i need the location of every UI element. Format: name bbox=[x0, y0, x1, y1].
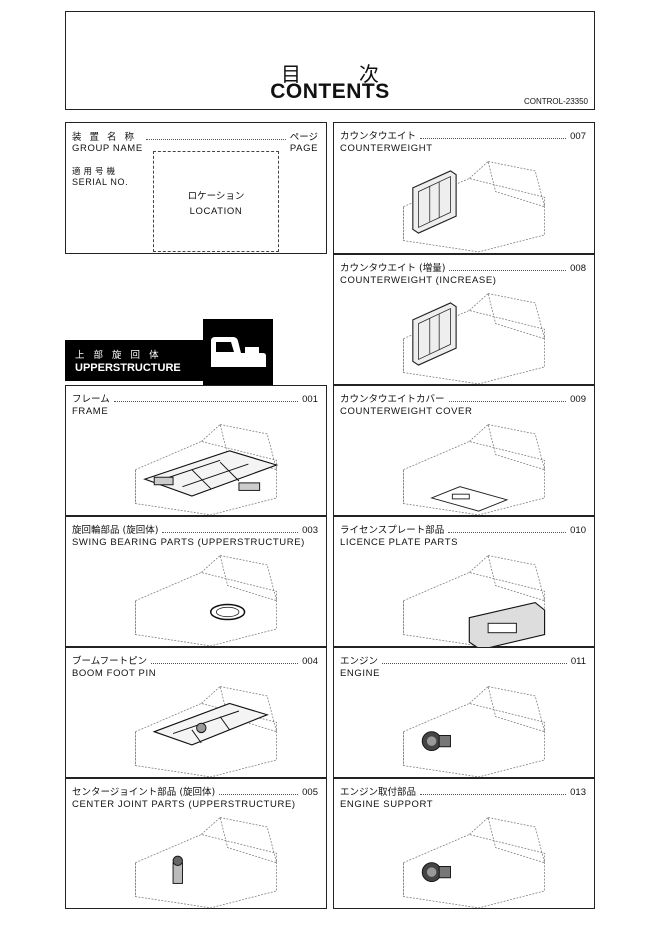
licence-plate-illustration bbox=[394, 541, 554, 655]
entry-title-row: ライセンスプレート部品 010 bbox=[340, 522, 586, 536]
entry-page-number[interactable]: 008 bbox=[570, 263, 586, 274]
engine-illustration bbox=[394, 672, 554, 786]
leader-dots bbox=[151, 663, 299, 664]
entry-page-number[interactable]: 011 bbox=[570, 656, 586, 667]
center-joint-illustration bbox=[126, 803, 286, 917]
title-jp: 目次 bbox=[281, 62, 437, 86]
section-title-en: UPPERSTRUCTURE bbox=[75, 362, 181, 374]
entry-page-number[interactable]: 005 bbox=[302, 787, 318, 798]
entry-title-row: カウンタウエイト (増量) 008 bbox=[340, 260, 586, 274]
legend-serial-en: SERIAL NO. bbox=[72, 177, 129, 187]
entry-title-jp: カウンタウエイト (増量) bbox=[340, 263, 446, 274]
leader-dots bbox=[448, 401, 567, 402]
entry-title-row: 旋回輪部品 (旋回体) 003 bbox=[72, 522, 318, 536]
entry-title-en: COUNTERWEIGHT bbox=[340, 143, 433, 154]
engine-support-illustration bbox=[394, 803, 554, 917]
title-en: CONTENTS bbox=[270, 80, 390, 103]
entry-title-en: COUNTERWEIGHT COVER bbox=[340, 406, 473, 417]
entry-title-jp: ライセンスプレート部品 bbox=[340, 525, 445, 536]
entry-page-number[interactable]: 003 bbox=[302, 525, 318, 536]
legend-group-row: 装置名称 ページ bbox=[72, 129, 318, 143]
entry-title-row: カウンタウエイトカバー 009 bbox=[340, 391, 586, 405]
entry-title-jp: エンジン取付部品 bbox=[340, 787, 417, 798]
entry-title-jp: ブームフートピン bbox=[72, 656, 148, 667]
section-title-jp: 上 部 旋 回 体 bbox=[75, 350, 162, 361]
counterweight-cover-illustration bbox=[394, 410, 554, 524]
leader-dots bbox=[420, 794, 567, 795]
doc-code: CONTROL-23350 bbox=[523, 97, 588, 106]
excavator-cab-icon bbox=[203, 319, 273, 386]
entry-title-jp: エンジン bbox=[340, 656, 379, 667]
leader-dots bbox=[162, 532, 299, 533]
entry-title-jp: センタージョイント部品 (旋回体) bbox=[72, 787, 216, 798]
entry-page-number[interactable]: 009 bbox=[570, 394, 586, 405]
leader-dots bbox=[448, 532, 567, 533]
entry-title-en: LICENCE PLATE PARTS bbox=[340, 537, 459, 548]
location-placeholder: ロケーション LOCATION bbox=[153, 151, 279, 252]
leader-dots bbox=[146, 139, 286, 140]
section-banner: 上 部 旋 回 体 UPPERSTRUCTURE bbox=[65, 340, 203, 381]
legend-serial-jp: 適用号機 bbox=[72, 167, 119, 177]
entry-title-en: BOOM FOOT PIN bbox=[72, 668, 157, 679]
entry-title-en: ENGINE bbox=[340, 668, 381, 679]
entry-title-row: カウンタウエイト 007 bbox=[340, 128, 586, 142]
legend-group-jp: 装置名称 bbox=[72, 132, 143, 143]
entry-title-en: CENTER JOINT PARTS (UPPERSTRUCTURE) bbox=[72, 799, 296, 810]
counterweight-illustration bbox=[394, 147, 554, 261]
entry-page-number[interactable]: 001 bbox=[302, 394, 318, 405]
entry-page-number[interactable]: 007 bbox=[570, 131, 586, 142]
boom-foot-pin-illustration bbox=[126, 672, 286, 786]
entry-title-jp: 旋回輪部品 (旋回体) bbox=[72, 525, 159, 536]
legend-page-en: PAGE bbox=[289, 143, 318, 154]
leader-dots bbox=[382, 663, 567, 664]
entry-title-en: COUNTERWEIGHT (INCREASE) bbox=[340, 275, 497, 286]
leader-dots bbox=[113, 401, 299, 402]
entry-page-number[interactable]: 010 bbox=[570, 525, 586, 536]
legend-page-jp: ページ bbox=[289, 132, 318, 143]
location-jp: ロケーション bbox=[187, 191, 245, 202]
entry-title-en: FRAME bbox=[72, 406, 109, 417]
location-en: LOCATION bbox=[189, 206, 243, 217]
entry-title-jp: カウンタウエイト bbox=[340, 131, 417, 142]
entry-title-row: ブームフートピン 004 bbox=[72, 653, 318, 667]
leader-dots bbox=[219, 794, 299, 795]
counterweight-increase-illustration bbox=[394, 279, 554, 393]
leader-dots bbox=[420, 138, 567, 139]
header-box: 目次 CONTENTS CONTROL-23350 bbox=[65, 11, 595, 110]
entry-title-row: エンジン取付部品 013 bbox=[340, 784, 586, 798]
legend-box: 装置名称 ページ GROUP NAME PAGE 適用号機 SERIAL NO.… bbox=[65, 122, 327, 254]
entry-title-jp: カウンタウエイトカバー bbox=[340, 394, 445, 405]
entry-page-number[interactable]: 004 bbox=[302, 656, 318, 667]
entry-title-jp: フレーム bbox=[72, 394, 110, 405]
leader-dots bbox=[449, 270, 567, 271]
entry-title-row: センタージョイント部品 (旋回体) 005 bbox=[72, 784, 318, 798]
entry-title-row: フレーム 001 bbox=[72, 391, 318, 405]
legend-group-en: GROUP NAME bbox=[72, 143, 143, 154]
entry-page-number[interactable]: 013 bbox=[570, 787, 586, 798]
swing-bearing-illustration bbox=[126, 541, 286, 655]
frame-illustration bbox=[126, 410, 286, 524]
entry-title-en: SWING BEARING PARTS (UPPERSTRUCTURE) bbox=[72, 537, 305, 548]
entry-title-en: ENGINE SUPPORT bbox=[340, 799, 434, 810]
entry-title-row: エンジン 011 bbox=[340, 653, 586, 667]
